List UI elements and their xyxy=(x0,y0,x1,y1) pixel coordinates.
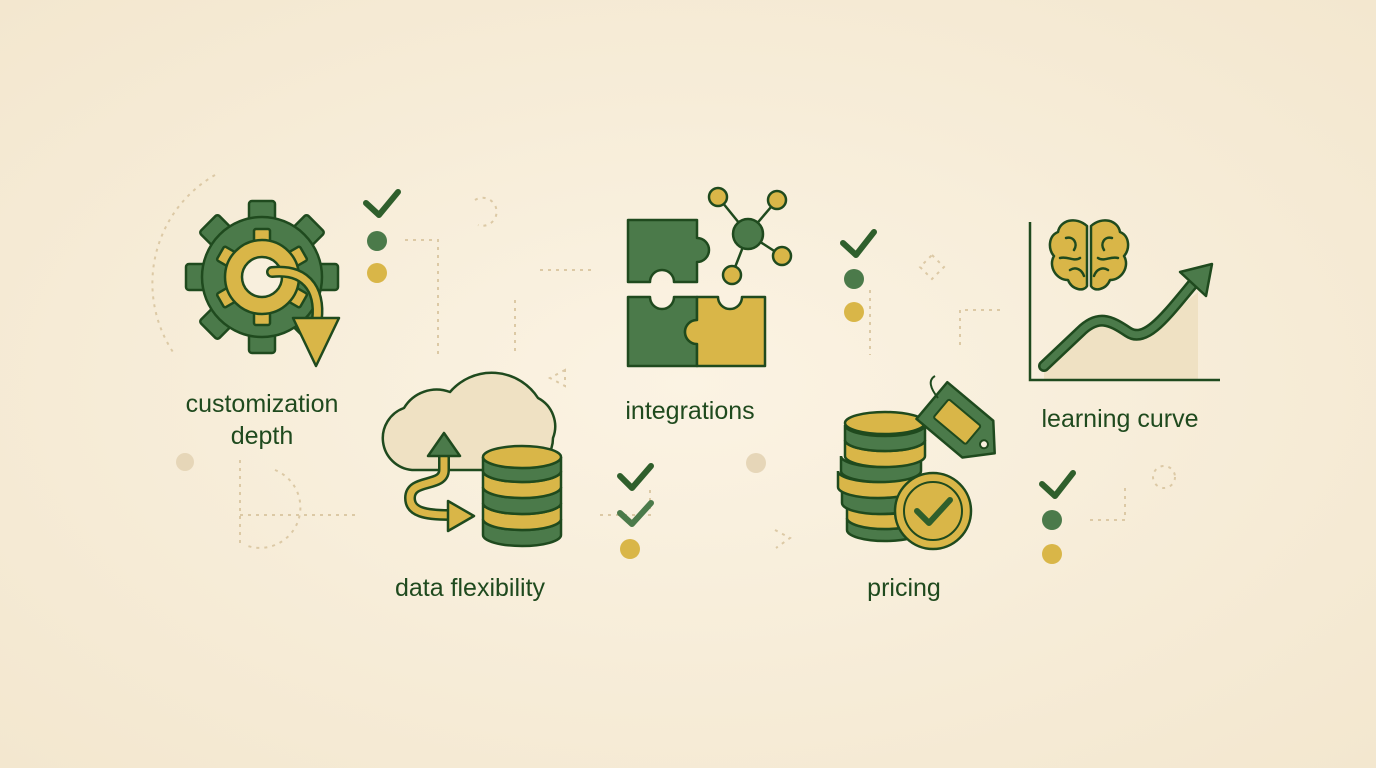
indicator-group-learning xyxy=(1039,470,1076,564)
arrow-icon xyxy=(404,431,476,533)
label-pricing: pricing xyxy=(867,574,941,602)
label-learning-curve: learning curve xyxy=(1041,405,1199,433)
check-coin-icon xyxy=(893,471,973,551)
green-dot xyxy=(367,231,387,251)
check-icon xyxy=(1039,470,1076,499)
check-icon xyxy=(617,463,654,491)
connector-lines xyxy=(151,174,1176,549)
arrow-icon xyxy=(266,265,341,368)
network-icon xyxy=(707,186,793,286)
gold-dot xyxy=(620,539,640,559)
label-integrations: integrations xyxy=(625,397,755,425)
gold-dot xyxy=(844,302,864,322)
price-tag-icon xyxy=(915,375,996,459)
puzzle-icon xyxy=(626,218,767,368)
gold-dot xyxy=(367,263,387,283)
database-icon xyxy=(481,444,563,548)
indicator-group-integrations xyxy=(840,229,877,322)
decor-dot xyxy=(176,453,194,471)
green-dot xyxy=(1042,510,1062,530)
trend-chart-icon xyxy=(1028,222,1220,382)
indicator-group-integrations-below xyxy=(617,463,654,559)
green-dot xyxy=(844,269,864,289)
decor-dot xyxy=(746,453,766,473)
label-customization-depth: customization depth xyxy=(185,390,339,450)
check-icon xyxy=(617,500,654,527)
brain-icon xyxy=(1048,219,1130,291)
gold-dot xyxy=(1042,544,1062,564)
label-data-flexibility: data flexibility xyxy=(394,574,546,602)
indicator-group-customization xyxy=(363,189,401,283)
check-icon xyxy=(840,229,877,258)
check-icon xyxy=(363,189,401,218)
